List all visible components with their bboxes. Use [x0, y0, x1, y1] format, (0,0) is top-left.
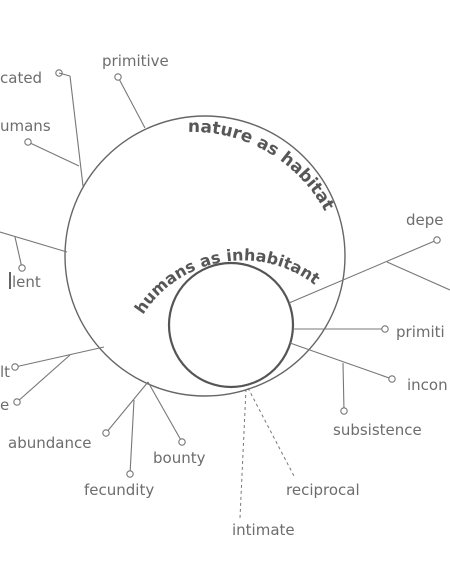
- branch-cated: [55, 69, 84, 187]
- branch-lt-e: [11, 346, 105, 406]
- label-primitive-top: primitive: [102, 52, 169, 70]
- branch-primitive-top: [114, 73, 146, 129]
- label-fecundity: fecundity: [84, 481, 154, 499]
- branch-subsistence-incon: [289, 342, 396, 415]
- label-lent: lent: [12, 273, 41, 291]
- branch-umans: [24, 138, 80, 167]
- label-umans: umans: [0, 117, 51, 135]
- label-depe: depe: [406, 211, 444, 229]
- outer-circle-title: nature as habitat: [188, 117, 338, 214]
- label-intimate: intimate: [232, 521, 295, 539]
- branch-intimate: [239, 388, 247, 519]
- inner-circle: [167, 261, 295, 389]
- label-subsistence: subsistence: [333, 421, 422, 439]
- branch-abundance-bounty-fecundity: [102, 381, 186, 478]
- label-cated: cated: [0, 69, 42, 87]
- label-lt: lt: [0, 363, 10, 381]
- label-abundance: abundance: [8, 434, 91, 452]
- label-primiti: primiti: [396, 323, 445, 341]
- outer-circle: [64, 115, 346, 397]
- branch-primiti: [293, 325, 389, 333]
- branch-depe: [288, 236, 450, 304]
- label-incon: incon: [407, 376, 448, 394]
- label-bounty: bounty: [153, 449, 206, 467]
- branch-left-edge: [0, 231, 68, 272]
- label-reciprocal: reciprocal: [286, 481, 360, 499]
- label-e: e: [0, 396, 9, 414]
- branch-reciprocal: [247, 387, 295, 477]
